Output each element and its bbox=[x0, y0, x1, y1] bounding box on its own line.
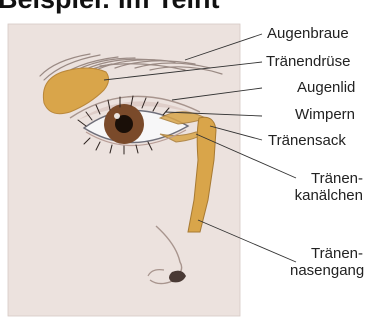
label-traenennasengang-line1: Tränen- bbox=[290, 245, 363, 262]
label-traenenkanaelchen-line2: kanälchen bbox=[290, 187, 363, 204]
label-traenennasengang: Tränen- nasengang bbox=[290, 245, 363, 279]
label-traenensack: Tränensack bbox=[268, 132, 346, 149]
label-augenbraue: Augenbraue bbox=[267, 25, 349, 42]
label-augenlid: Augenlid bbox=[297, 79, 355, 96]
label-traenennasengang-line2: nasengang bbox=[290, 262, 363, 279]
label-traenenkanaelchen: Tränen- kanälchen bbox=[290, 170, 363, 204]
eye-highlight bbox=[114, 113, 120, 119]
label-traenendruese: Tränendrüse bbox=[266, 53, 351, 70]
label-wimpern: Wimpern bbox=[295, 106, 355, 123]
label-traenenkanaelchen-line1: Tränen- bbox=[290, 170, 363, 187]
